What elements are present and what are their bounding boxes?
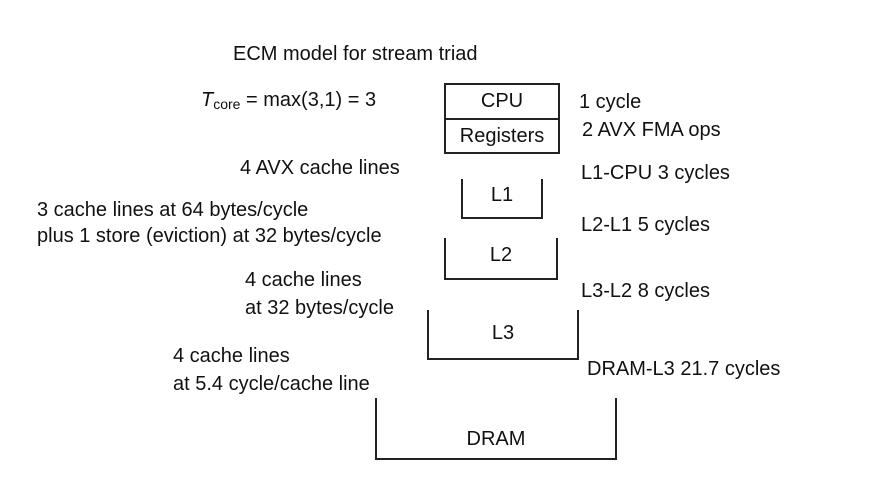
dram-label: DRAM	[466, 428, 526, 450]
registers-label: Registers	[459, 125, 545, 147]
dram-l3-cycles: DRAM-L3 21.7 cycles	[587, 358, 781, 380]
l3-l2-transfer-line1: 4 cache lines	[245, 269, 362, 291]
tcore-expression: = max(3,1) = 3	[246, 89, 377, 111]
l2-l1-cycles: L2-L1 5 cycles	[581, 214, 710, 236]
cpu-label: CPU	[480, 90, 524, 112]
l2-l1-transfer-line2: plus 1 store (eviction) at 32 bytes/cycl…	[37, 225, 382, 247]
l2-label: L2	[489, 244, 513, 266]
l1-cpu-transfer-label: 4 AVX cache lines	[240, 157, 400, 179]
l1-cache-box	[461, 179, 543, 219]
dram-l3-transfer-line2: at 5.4 cycle/cache line	[173, 373, 370, 395]
diagram-title: ECM model for stream triad	[233, 43, 478, 65]
dram-l3-transfer-line1: 4 cache lines	[173, 345, 290, 367]
tcore-subscript: core	[213, 96, 241, 112]
l2-l1-transfer-line1: 3 cache lines at 64 bytes/cycle	[37, 199, 309, 221]
cpu-fma-note: 2 AVX FMA ops	[582, 119, 721, 141]
l2-cache-box	[444, 238, 558, 280]
tcore-formula: Tcore = max(3,1) = 3	[201, 86, 376, 118]
l3-l2-cycles: L3-L2 8 cycles	[581, 280, 710, 302]
l1-label: L1	[490, 184, 514, 206]
l3-l2-transfer-line2: at 32 bytes/cycle	[245, 297, 394, 319]
l1-cpu-cycles: L1-CPU 3 cycles	[581, 162, 730, 184]
l3-label: L3	[491, 322, 515, 344]
dram-box	[375, 398, 617, 460]
cpu-registers-divider	[444, 118, 560, 120]
cpu-cycle-note: 1 cycle	[579, 91, 642, 113]
tcore-symbol: T	[201, 89, 214, 111]
l3-cache-box	[427, 310, 579, 360]
